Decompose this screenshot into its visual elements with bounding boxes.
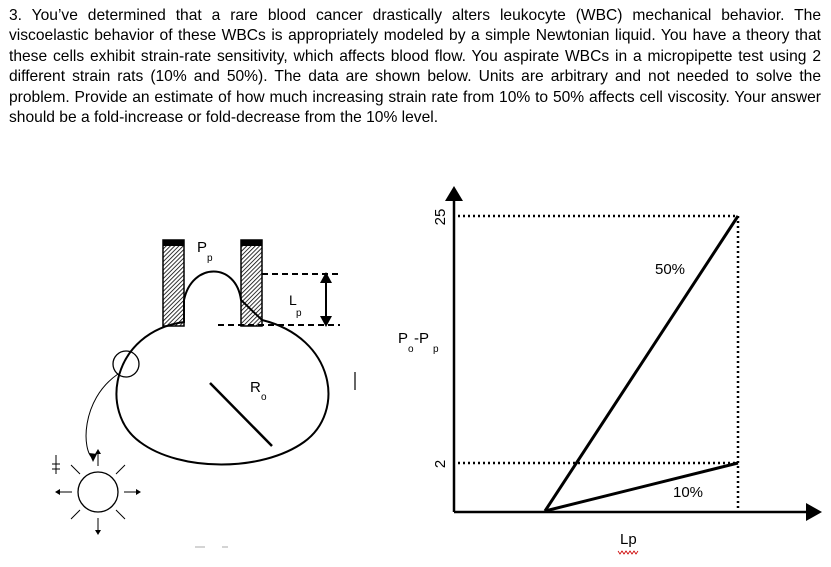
radius-line bbox=[209, 382, 273, 447]
pipette-wall-left bbox=[162, 239, 185, 327]
pipette-pressure-label: P bbox=[197, 239, 207, 256]
svg-text:p: p bbox=[207, 253, 213, 264]
pipette-wall-right bbox=[240, 239, 263, 327]
length-arrow bbox=[320, 272, 332, 327]
x-axis-arrow bbox=[806, 503, 822, 521]
svg-text:p: p bbox=[296, 308, 302, 319]
x-axis-label: Lp bbox=[620, 531, 637, 548]
pressure-vs-length-chart: P o -P p Lp 2 25 50% 10% bbox=[398, 186, 822, 555]
cell-outline bbox=[115, 270, 330, 466]
question-text: 3. You’ve determined that a rare blood c… bbox=[9, 7, 821, 127]
series-line-10pct bbox=[544, 461, 739, 513]
y-axis-label: P o -P p bbox=[398, 330, 439, 355]
radius-label: R bbox=[250, 379, 261, 396]
length-label: L bbox=[289, 292, 297, 308]
series-line-50pct bbox=[543, 215, 740, 512]
y-tick-label: 25 bbox=[432, 209, 449, 226]
svg-text:-P: -P bbox=[414, 330, 429, 347]
svg-text:P: P bbox=[398, 330, 408, 347]
y-axis-arrow bbox=[445, 186, 463, 201]
svg-text:o: o bbox=[261, 392, 267, 403]
series-label: 10% bbox=[673, 484, 703, 501]
svg-text:o: o bbox=[408, 344, 414, 355]
svg-text:p: p bbox=[433, 344, 439, 355]
magnifier-circle bbox=[112, 350, 140, 378]
aspiration-diagram: P p L p R o bbox=[52, 239, 356, 548]
small-cell-icon bbox=[55, 449, 141, 535]
y-tick-label: 2 bbox=[432, 460, 449, 468]
series-label: 50% bbox=[655, 261, 685, 278]
